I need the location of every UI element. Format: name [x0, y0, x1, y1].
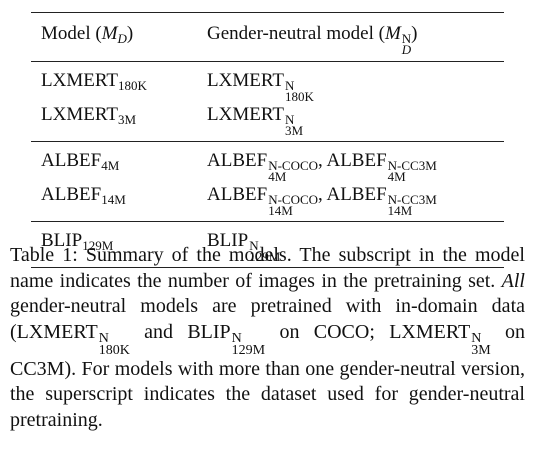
model-cell: ALBEF14M: [41, 184, 126, 207]
model-cell: BLIP129M: [41, 230, 114, 253]
caption-text: Table 1: Summary of the models. The subs…: [10, 244, 525, 431]
table-caption: Table 1: Summary of the models. The subs…: [10, 243, 525, 433]
model-cell: ALBEF4M: [41, 150, 120, 173]
model-cell: LXMERT3M: [41, 104, 137, 127]
model-cell: LXMERT180K: [41, 70, 147, 93]
column-header-model: Model (MD): [41, 23, 134, 46]
